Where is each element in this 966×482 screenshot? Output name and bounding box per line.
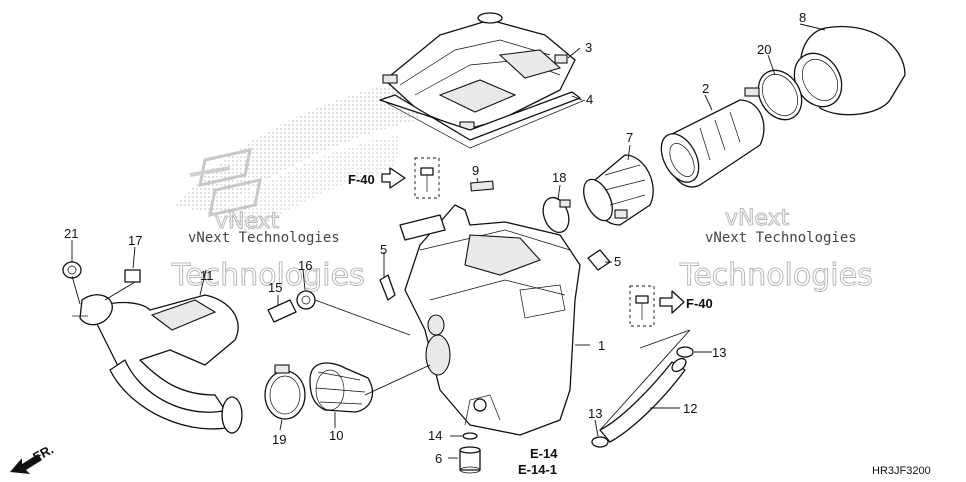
part-seal-9 <box>470 180 494 192</box>
callout-18: 18 <box>552 170 566 185</box>
reference-f40-right-label: F-40 <box>686 296 713 311</box>
part-sensor-15 <box>267 299 297 323</box>
part-cover-gasket <box>379 91 586 149</box>
callout-8: 8 <box>799 10 806 25</box>
callout-19: 19 <box>272 432 286 447</box>
bolt-group-right <box>629 285 655 327</box>
part-breather-elbow <box>72 294 113 326</box>
callout-10: 10 <box>329 428 343 443</box>
direction-indicator: FR. <box>10 442 56 474</box>
callout-13-bottom: 13 <box>588 406 602 421</box>
part-clip-5-left <box>379 274 396 301</box>
callout-13-top: 13 <box>712 345 726 360</box>
watermark-right-large: Technologies <box>679 258 873 293</box>
part-o-ring-14 <box>462 432 478 440</box>
part-band-clamp-19 <box>264 364 306 420</box>
part-air-filter-element <box>660 99 765 188</box>
watermark-right: vNext vNext Technologies Technologies <box>679 206 874 294</box>
watermark-left: vNext vNext Technologies Technologies <box>171 209 366 294</box>
diagram-code: HR3JF3200 <box>872 465 931 477</box>
callout-7: 7 <box>626 130 633 145</box>
watermark-left-small: vNext Technologies <box>188 230 340 246</box>
part-grommet-16 <box>296 290 316 310</box>
bolt-group-left <box>414 157 440 199</box>
part-clip-21 <box>62 261 82 279</box>
part-grommet-17 <box>124 269 141 283</box>
callout-3: 3 <box>585 40 592 55</box>
reference-f40-left: F-40 <box>348 167 406 189</box>
callout-11: 11 <box>200 268 214 283</box>
watermark-left-large: Technologies <box>171 258 365 293</box>
reference-e14-1-label: E-14-1 <box>518 462 557 477</box>
callout-20: 20 <box>757 42 771 57</box>
watermark-right-small: vNext Technologies <box>705 230 857 246</box>
callout-21: 21 <box>64 226 78 241</box>
callout-5-right: 5 <box>614 254 621 269</box>
watermark-right-top: vNext <box>725 206 790 231</box>
part-hose-clip-13-bottom <box>591 436 609 448</box>
callout-9: 9 <box>472 163 479 178</box>
reference-e14: E-14 E-14-1 <box>518 446 558 477</box>
leader-lines <box>71 23 826 459</box>
brand-logo-watermark <box>175 80 420 235</box>
callout-16: 16 <box>298 258 312 273</box>
part-air-cleaner-cover <box>382 12 576 133</box>
part-intake-duct <box>89 294 243 434</box>
callout-12: 12 <box>683 401 697 416</box>
callout-6: 6 <box>435 451 442 466</box>
reference-e14-label: E-14 <box>530 446 558 461</box>
callout-2: 2 <box>702 81 709 96</box>
part-inlet-joint <box>309 362 373 413</box>
part-band-clamp-20 <box>744 69 803 121</box>
reference-f40-right: F-40 <box>659 290 713 314</box>
callout-15: 15 <box>268 280 282 295</box>
part-clip-5-right <box>587 249 611 271</box>
part-connecting-tube <box>583 154 654 226</box>
part-hose-clip-13-top <box>676 346 694 358</box>
callout-4: 4 <box>586 92 593 107</box>
part-drain-plug-6 <box>459 446 481 474</box>
callout-1: 1 <box>598 338 605 353</box>
callout-14: 14 <box>428 428 442 443</box>
callout-17: 17 <box>128 233 142 248</box>
callout-numbers: 1 2 3 4 5 5 6 7 8 9 10 11 12 13 13 14 15… <box>64 10 806 466</box>
callout-5-left: 5 <box>380 242 387 257</box>
part-band-18 <box>542 196 571 234</box>
part-drain-hose <box>599 357 687 443</box>
part-air-cleaner-case <box>399 204 581 436</box>
part-filter-sleeve <box>793 25 906 116</box>
reference-f40-left-label: F-40 <box>348 172 375 187</box>
watermark-left-top: vNext <box>215 209 280 234</box>
